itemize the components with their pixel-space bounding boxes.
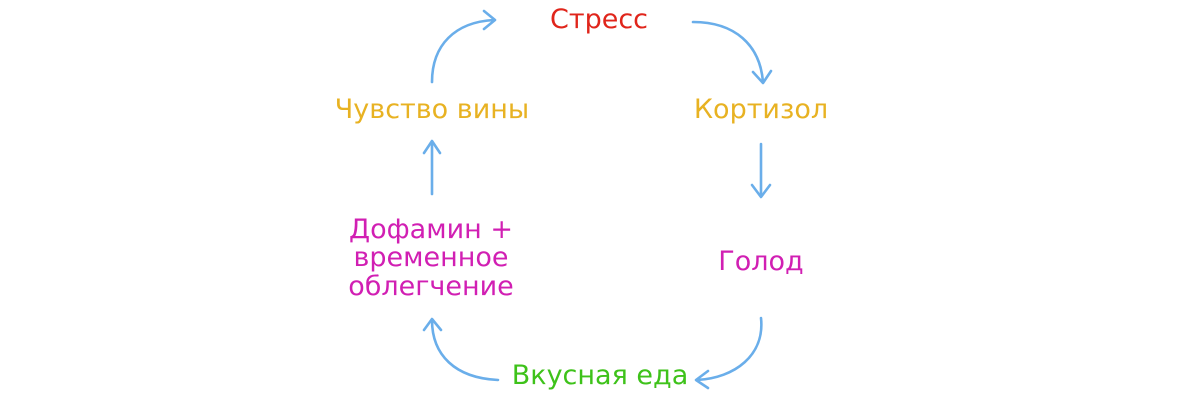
node-hunger: Голод [718, 246, 804, 277]
arrowhead-hunger-to-tasty-food [694, 369, 710, 390]
arrowhead-cortisol-to-hunger [750, 183, 772, 199]
arrow-guilt-to-stress [430, 18, 496, 84]
arrowhead-tasty-food-to-dopamine [422, 317, 443, 332]
node-tasty-food: Вкусная еда [511, 360, 689, 391]
node-stress: Стресс [549, 4, 649, 35]
arrow-tasty-food-to-dopamine [430, 318, 500, 382]
node-cortisol: Кортизол [693, 94, 829, 125]
arrowhead-guilt-to-stress [482, 9, 497, 31]
node-guilt: Чувство вины [334, 94, 530, 125]
arrow-stress-to-cortisol [691, 20, 765, 84]
arrowhead-stress-to-cortisol [751, 69, 773, 85]
arrowhead-dopamine-to-guilt [422, 139, 442, 155]
node-dopamine-relief: Дофамин + временное облегчение [348, 214, 514, 302]
arrow-hunger-to-tasty-food [695, 316, 763, 382]
